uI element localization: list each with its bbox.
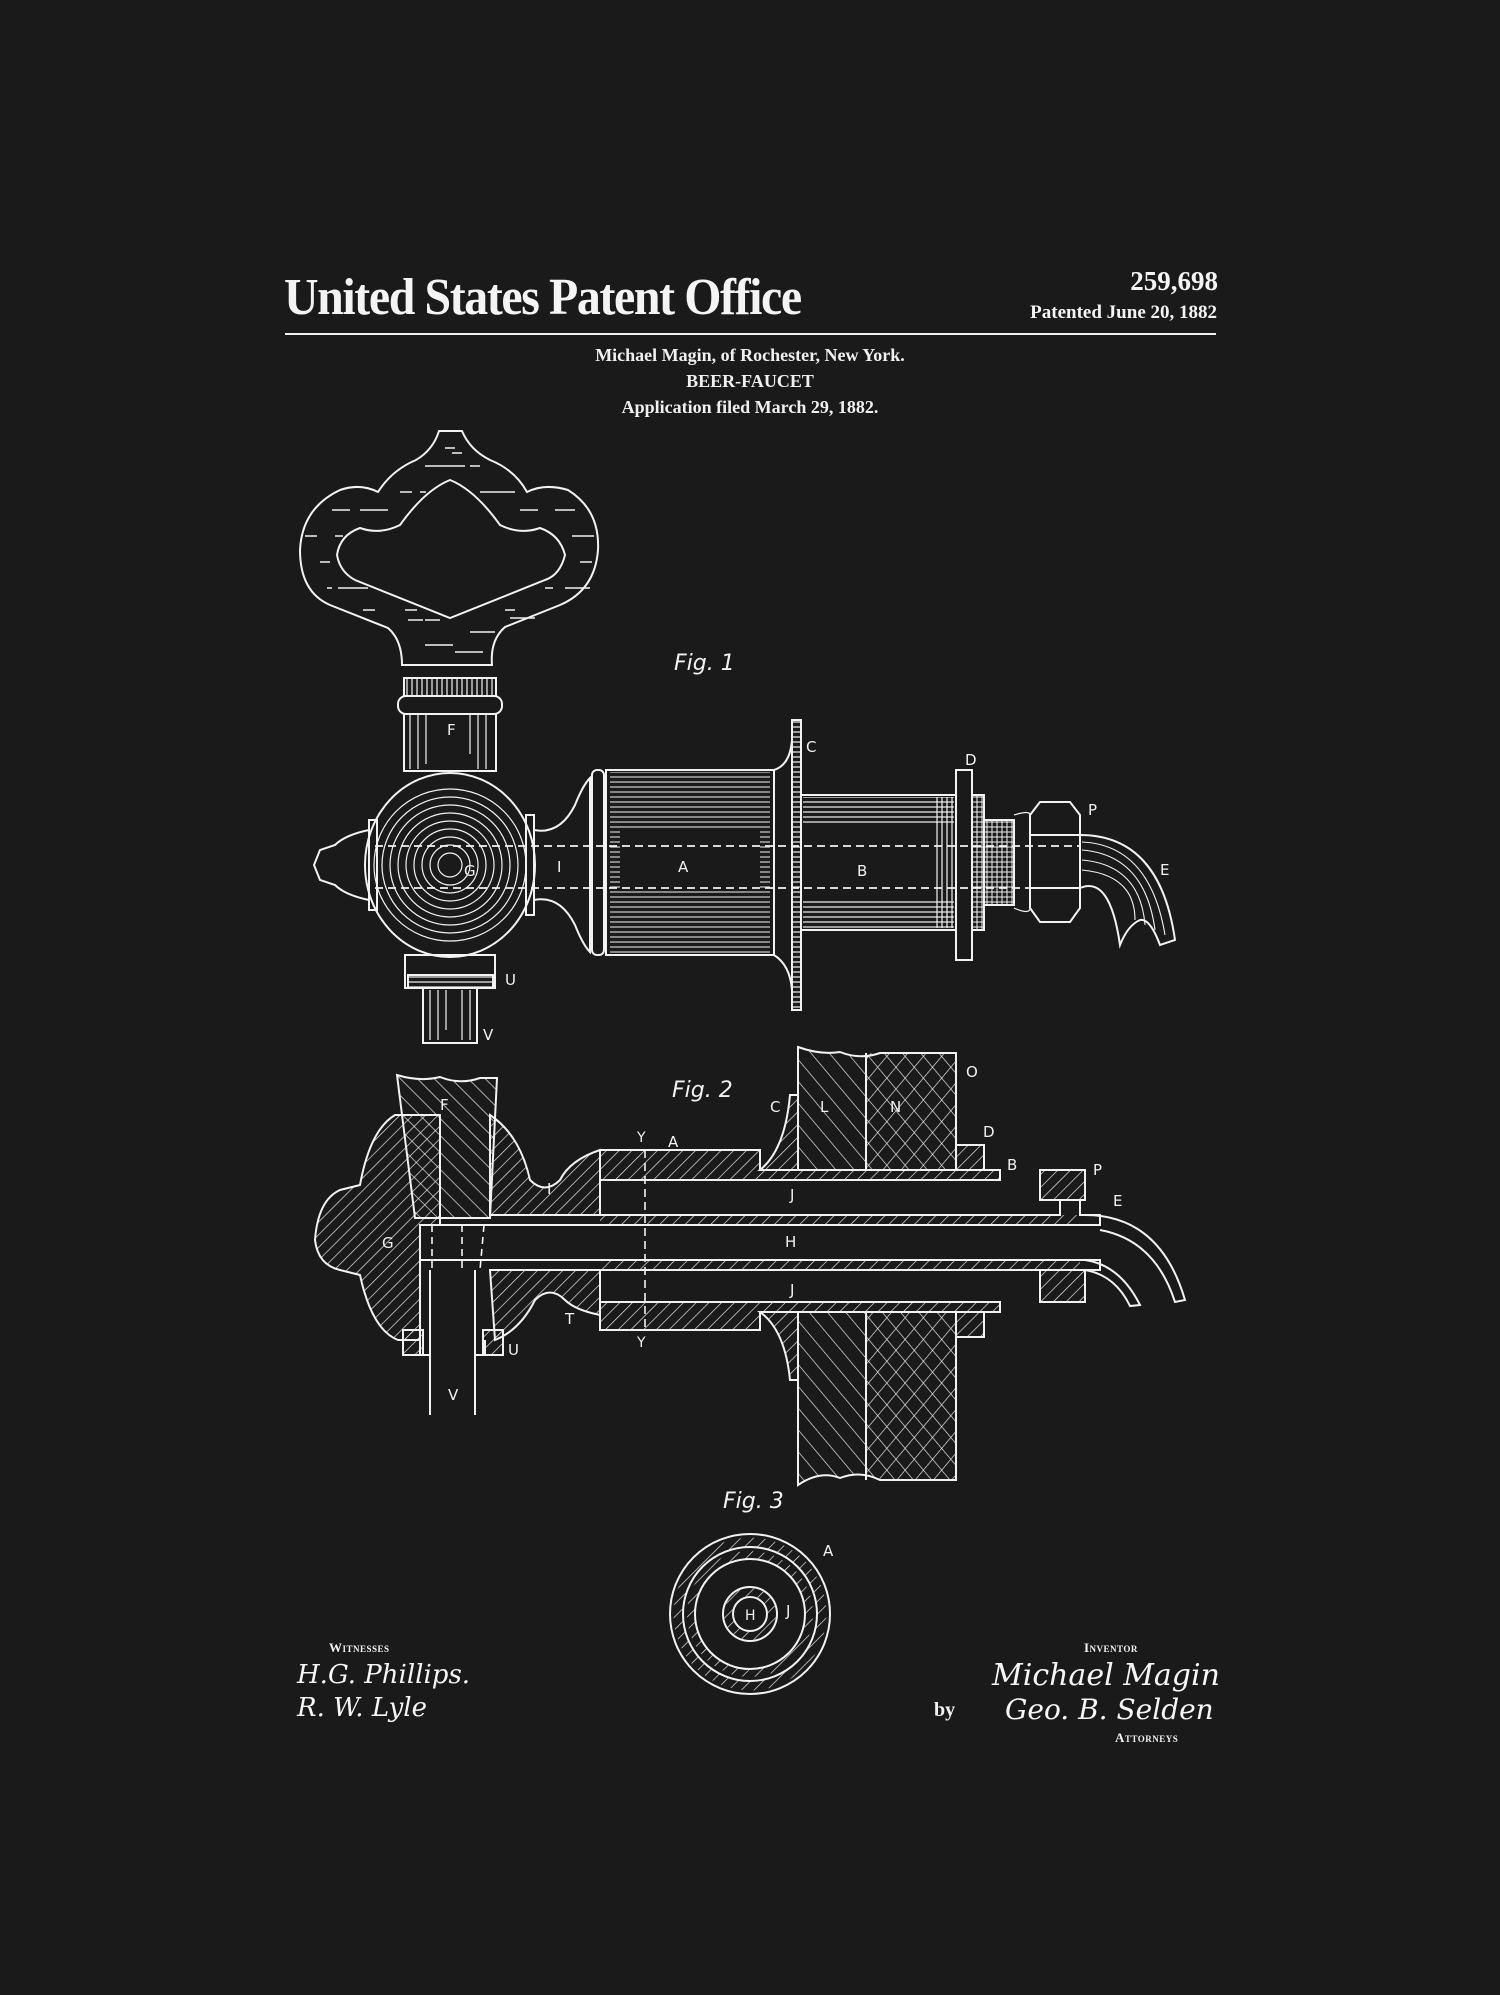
witnesses-label: Witnesses <box>329 1640 390 1655</box>
svg-text:I: I <box>557 858 561 876</box>
svg-text:J: J <box>789 1281 794 1299</box>
attorney-signature: Geo. B. Selden <box>1005 1693 1214 1726</box>
by-label: by <box>934 1699 956 1721</box>
svg-text:Y: Y <box>636 1130 646 1146</box>
svg-text:E: E <box>1160 861 1169 879</box>
svg-text:U: U <box>505 971 516 989</box>
svg-text:F: F <box>440 1096 449 1114</box>
svg-text:H: H <box>745 1608 756 1624</box>
svg-text:H: H <box>785 1233 796 1251</box>
svg-text:L: L <box>820 1098 829 1116</box>
svg-text:A: A <box>678 858 689 876</box>
patent-number: 259,698 <box>1130 266 1218 296</box>
svg-text:U: U <box>508 1341 519 1359</box>
svg-text:O: O <box>966 1063 978 1081</box>
svg-text:A: A <box>823 1542 834 1560</box>
svg-text:D: D <box>965 751 977 769</box>
inventor-label: Inventor <box>1084 1640 1138 1655</box>
fig1-caption: Fig. 1 <box>674 651 735 676</box>
figure-1: F G U V <box>298 430 1177 1044</box>
svg-text:V: V <box>483 1026 494 1044</box>
svg-text:C: C <box>770 1098 780 1116</box>
svg-text:B: B <box>1007 1156 1017 1174</box>
svg-text:J: J <box>785 1602 790 1620</box>
fig1-label-F: F <box>447 721 456 739</box>
application-line: Application filed March 29, 1882. <box>621 397 879 417</box>
svg-text:E: E <box>1113 1192 1122 1210</box>
svg-text:G: G <box>464 862 476 880</box>
svg-text:Y: Y <box>636 1335 646 1351</box>
attorneys-label: Attorneys <box>1115 1730 1179 1745</box>
figure-3: H J A Fig. 3 <box>669 1489 834 1695</box>
fig2-caption: Fig. 2 <box>672 1078 733 1103</box>
witness-signature-2: R. W. Lyle <box>297 1693 428 1723</box>
svg-text:I: I <box>547 1180 551 1198</box>
svg-text:N: N <box>890 1098 901 1116</box>
svg-text:B: B <box>857 862 867 880</box>
svg-text:G: G <box>382 1234 394 1252</box>
svg-text:A: A <box>668 1133 679 1151</box>
svg-text:P: P <box>1088 801 1097 819</box>
svg-text:D: D <box>983 1123 995 1141</box>
witness-signature-1: H.G. Phillips. <box>297 1660 471 1690</box>
patented-date: Patented June 20, 1882 <box>1030 302 1217 323</box>
header-rule <box>285 333 1216 335</box>
svg-text:J: J <box>789 1186 794 1204</box>
svg-text:T: T <box>564 1310 575 1328</box>
inventor-line: Michael Magin, of Rochester, New York. <box>595 345 905 365</box>
office-title: United States Patent Office <box>284 269 802 326</box>
svg-text:V: V <box>448 1386 459 1404</box>
svg-text:P: P <box>1093 1161 1102 1179</box>
fig3-caption: Fig. 3 <box>723 1489 784 1514</box>
invention-title: BEER-FAUCET <box>686 371 814 391</box>
figure-2: L N O C D B A Y Y J J <box>313 1045 1187 1487</box>
inventor-signature: Michael Magin <box>992 1658 1220 1693</box>
svg-text:C: C <box>806 738 816 756</box>
